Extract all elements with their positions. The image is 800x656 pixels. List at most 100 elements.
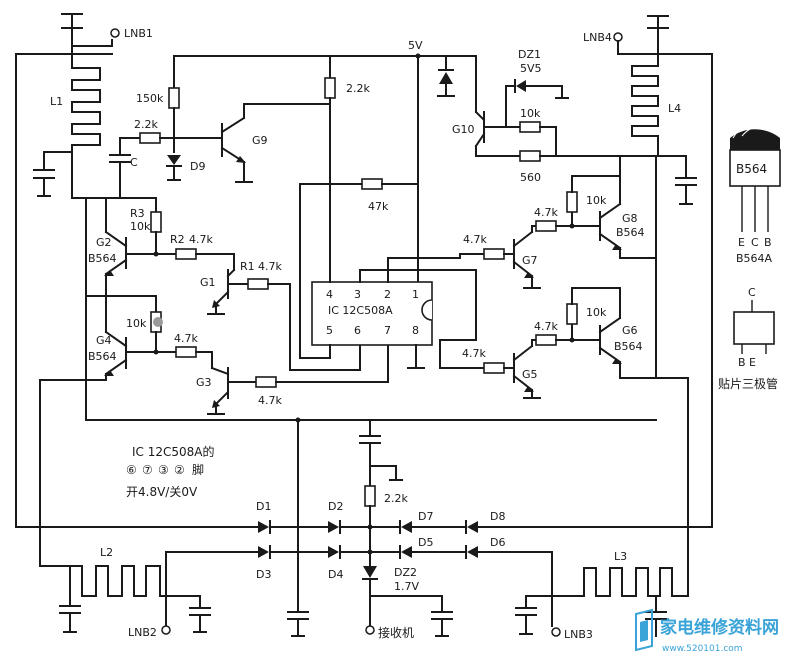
d5-label: D5 <box>418 536 433 549</box>
diode-d2 <box>328 521 339 533</box>
d4-label: D4 <box>328 568 343 581</box>
inductor-l3 <box>583 551 689 597</box>
g4-label: G4 <box>96 334 112 347</box>
ic-pin8-label: 8 <box>412 324 419 337</box>
g9-network: 150k 2.2k C D9 G9 2.2k <box>109 55 419 283</box>
receiver-feed: 2.2k DZ2 1.7V 接收机 <box>359 419 453 640</box>
lnb1-terminal[interactable] <box>110 28 120 38</box>
g2-label: G2 <box>96 236 112 249</box>
smd-pins-be: B E <box>738 356 756 369</box>
cap-c-label: C <box>130 156 138 169</box>
resistor-4k7-g3 <box>255 376 277 388</box>
smd-caption: 贴片三极管 <box>718 376 778 391</box>
g2-stage: R3 10k G2 B564 R2 4.7k G1 R1 4.7k <box>85 197 361 421</box>
lnb3-terminal[interactable] <box>551 627 561 637</box>
g10-label: G10 <box>452 123 475 136</box>
r10k-g8-label: 10k <box>586 194 607 207</box>
to92-pin-b: B <box>764 236 772 249</box>
d1-label: D1 <box>256 500 271 513</box>
g4-type-label: B564 <box>88 350 117 363</box>
g8-type-label: B564 <box>616 226 645 239</box>
r10k-g4-label: 10k <box>126 317 147 330</box>
ic-name-label: IC 12C508A <box>328 304 393 317</box>
lnb2-section: L2 LNB2 <box>39 546 211 639</box>
r47k-g6-label: 4.7k <box>534 320 558 333</box>
r22k-bottom-label: 2.2k <box>384 492 408 505</box>
l2-label: L2 <box>100 546 113 559</box>
ic-pin1-label: 1 <box>412 288 419 301</box>
g7-label: G7 <box>522 254 538 267</box>
g4-stage: 10k G4 B564 4.7k G3 4.7k <box>39 295 389 567</box>
zener-dz1 <box>516 80 526 92</box>
ic-12c508a: 4 3 2 1 IC 12C508A 5 6 7 8 47k <box>299 178 477 369</box>
watermark-text: 家电维修资料网 <box>660 617 779 638</box>
note-pins-suffix: 脚 <box>192 462 204 477</box>
diode-row-top: D1 D2 D7 D8 <box>255 500 507 534</box>
inductor-l4 <box>631 59 659 147</box>
lnb1-section: LNB1 L1 <box>15 13 257 528</box>
resistor-4k7-g8 <box>535 220 557 232</box>
lnb3-section: L3 LNB3 <box>515 550 689 641</box>
g10-network: DZ1 5V5 G10 10k 560 <box>452 48 657 184</box>
l3-label: L3 <box>614 550 627 563</box>
resistor-r2 <box>175 248 197 260</box>
l4-label: L4 <box>668 102 681 115</box>
d6-label: D6 <box>490 536 505 549</box>
r2-value-label: 4.7k <box>189 233 213 246</box>
lnb4-terminal[interactable] <box>613 32 623 42</box>
r47k-g7-label: 4.7k <box>463 233 487 246</box>
diode-d5 <box>401 546 412 558</box>
inductor-l1 <box>71 59 101 153</box>
resistor-10k-g8 <box>566 191 578 213</box>
g5-label: G5 <box>522 368 538 381</box>
resistor-2k2-bottom <box>364 485 376 507</box>
g8-stage: 4.7k G7 4.7k 10k G8 B564 <box>459 155 657 289</box>
g9-label: G9 <box>252 134 268 147</box>
lnb4-label: LNB4 <box>583 31 612 44</box>
r10k-g6-label: 10k <box>586 306 607 319</box>
receiver-label: 接收机 <box>378 625 414 640</box>
to92-pin-e: E <box>738 236 745 249</box>
watermark-logo-icon <box>635 608 653 652</box>
l1-label: L1 <box>50 95 63 108</box>
ic-pin6-label: 6 <box>354 324 361 337</box>
dz2-label: DZ2 <box>394 566 417 579</box>
5v-label: 5V <box>408 39 423 52</box>
resistor-2k2-top <box>324 77 336 99</box>
resistor-4k7-g5 <box>483 362 505 374</box>
diode-d9 <box>167 155 181 165</box>
lnb2-terminal[interactable] <box>161 625 171 635</box>
zener-dz2 <box>363 566 377 578</box>
ic-pin4-label: 4 <box>326 288 333 301</box>
package-smd: C B E 贴片三极管 <box>718 286 778 391</box>
diode-d8 <box>467 521 478 533</box>
to92-pin-c: C <box>751 236 759 249</box>
ic-note: IC 12C508A的 ⑥ ⑦ ③ ② 脚 开4.8V/关0V <box>126 444 215 499</box>
lnb1-label: LNB1 <box>124 27 153 40</box>
diode-row-bottom: D3 D4 D5 D6 <box>165 419 553 637</box>
resistor-150k <box>168 87 180 109</box>
inductor-l2 <box>69 551 167 597</box>
lnb4-section: LNB4 L4 <box>505 15 713 528</box>
resistor-560 <box>519 150 541 162</box>
r150k-label: 150k <box>136 92 164 105</box>
to92-part-label: B564A <box>736 252 773 265</box>
diode-d3 <box>258 546 269 558</box>
smd-pin-c: C <box>748 286 756 299</box>
lnb3-label: LNB3 <box>564 628 593 641</box>
d3-label: D3 <box>256 568 271 581</box>
receiver-terminal[interactable] <box>365 625 375 635</box>
r47k-g8-label: 4.7k <box>534 206 558 219</box>
g6-stage: 4.7k G5 4.7k 10k G6 B564 <box>439 269 689 553</box>
resistor-r1 <box>247 278 269 290</box>
g8-label: G8 <box>622 212 638 225</box>
g6-type-label: B564 <box>614 340 643 353</box>
note-line3: 开4.8V/关0V <box>126 485 198 499</box>
ic-pin7-label: 7 <box>384 324 391 337</box>
resistor-10k-g10 <box>519 121 541 133</box>
r22k-top-label: 2.2k <box>346 82 370 95</box>
dz1-label: DZ1 <box>518 48 541 61</box>
package-part-label: B564 <box>736 162 767 176</box>
supply-5v: 5V <box>408 39 477 283</box>
